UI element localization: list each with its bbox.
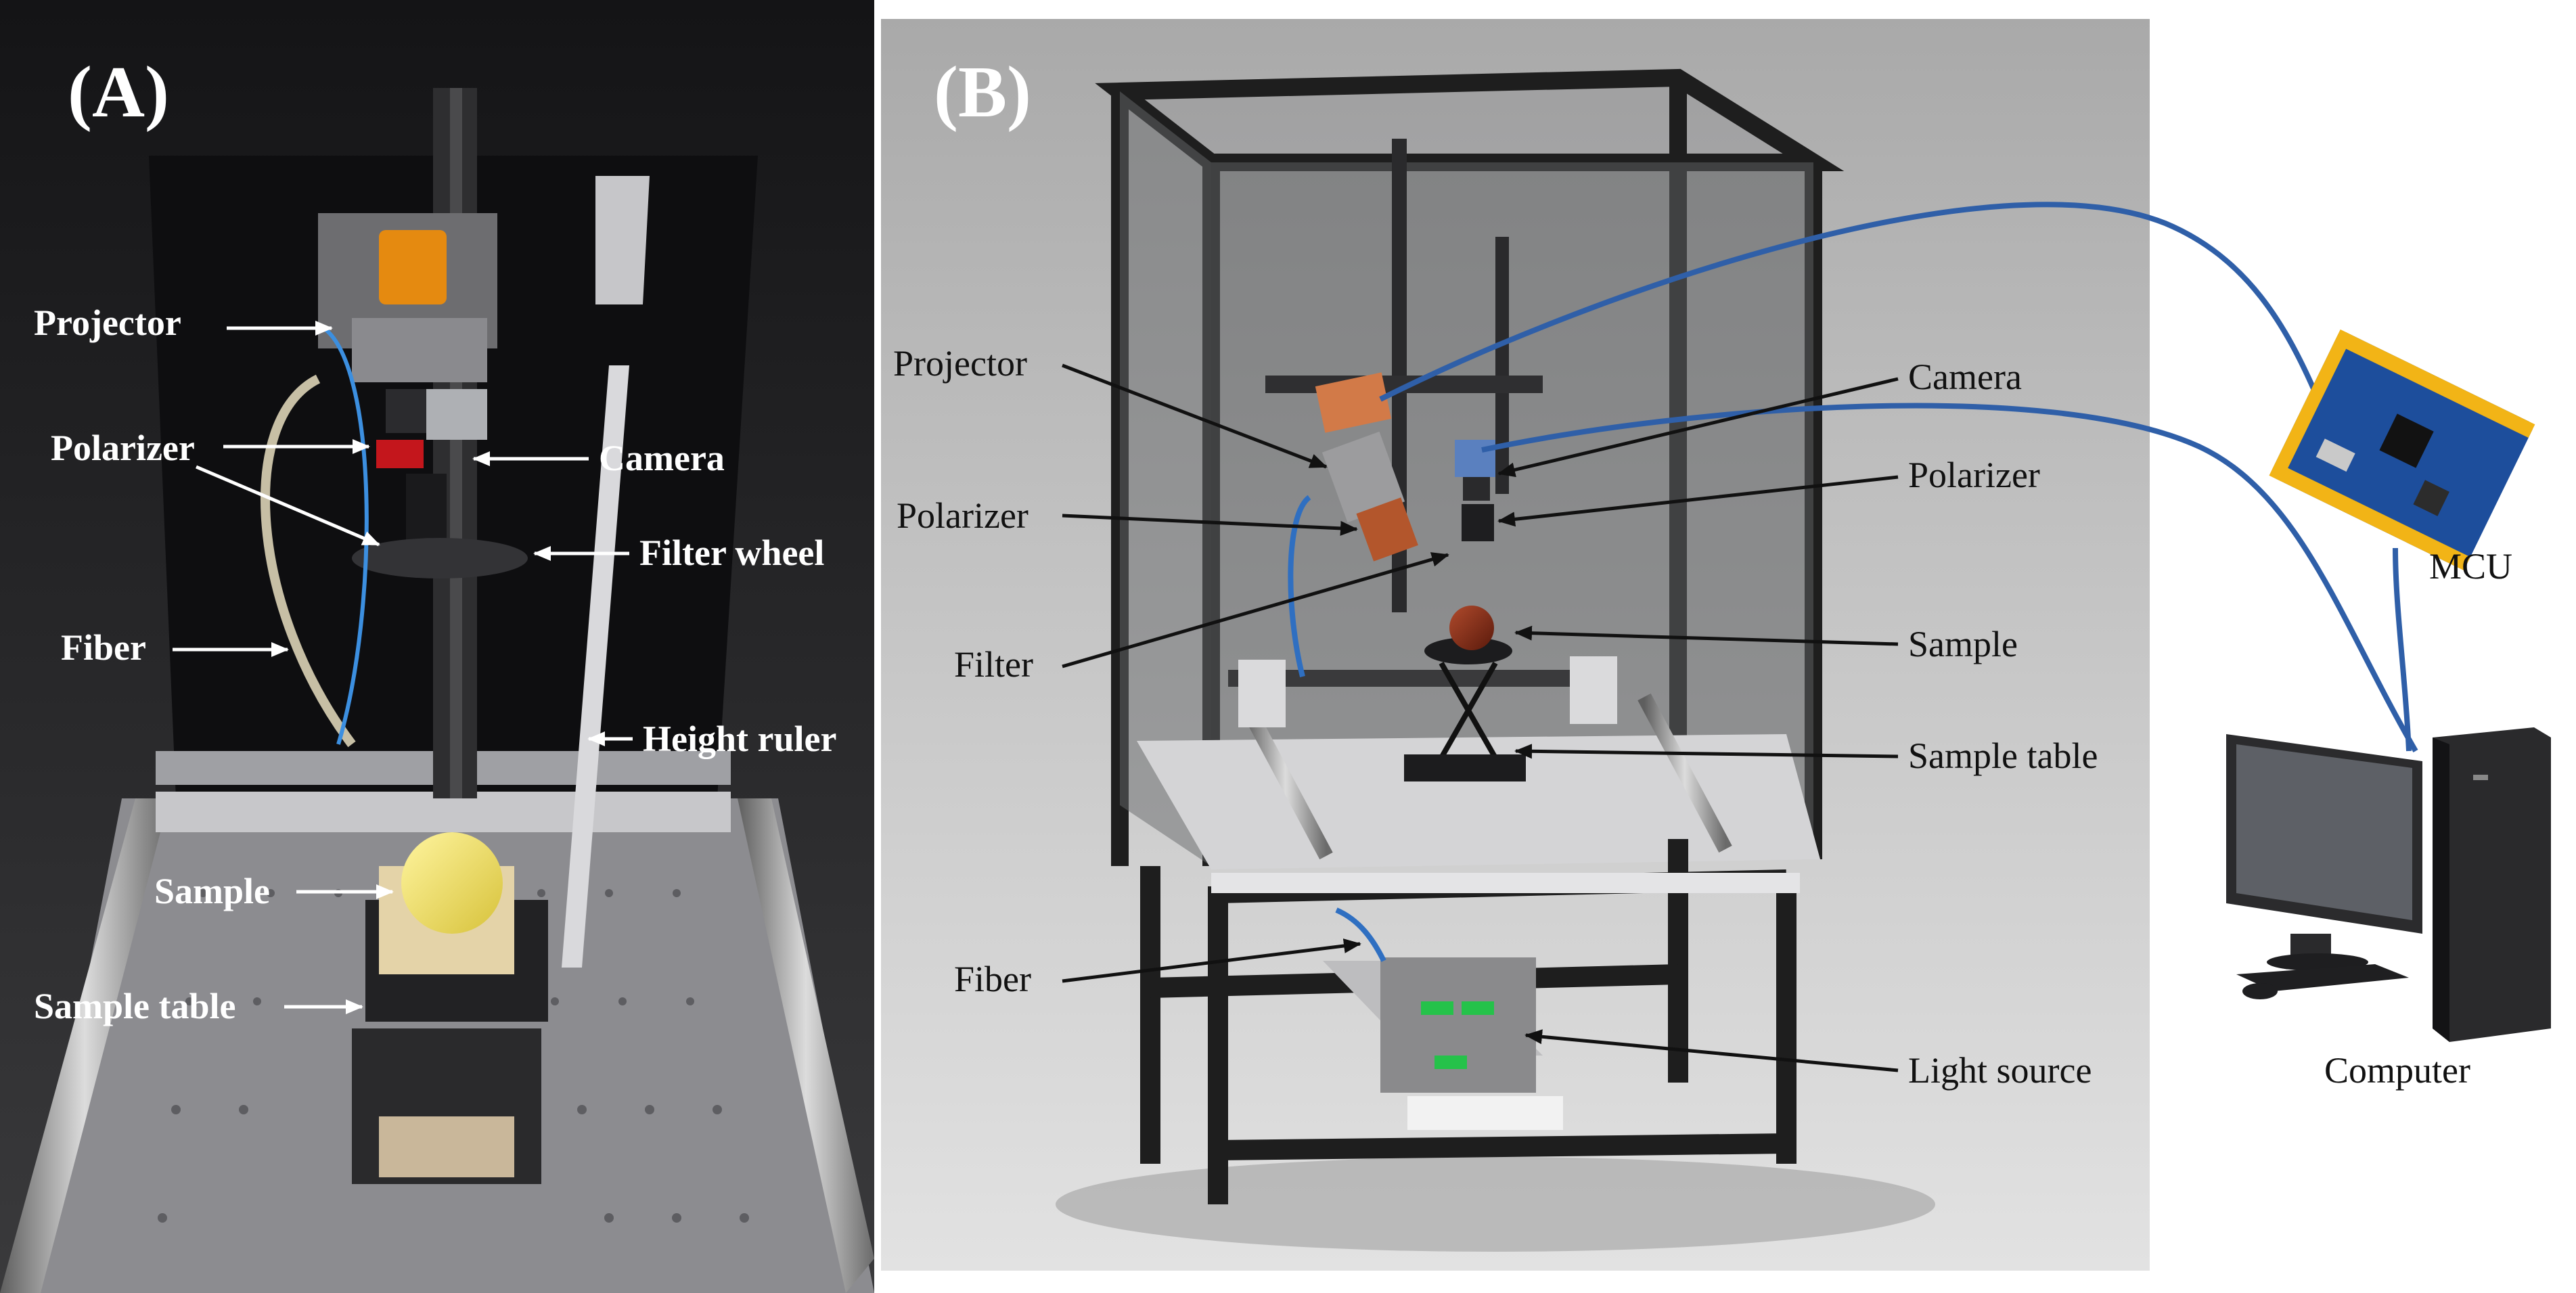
- panel-b-label-projector: Projector: [893, 343, 1027, 384]
- panel-a-label-fiber: Fiber: [61, 627, 146, 668]
- panel-a-label-sample-table: Sample table: [34, 986, 236, 1026]
- panel-b-render: [881, 19, 2150, 1271]
- panel-b-label-light-source: Light source: [1908, 1050, 2092, 1091]
- panel-b-arrow-fiber: [1062, 938, 1361, 983]
- panel-a-label-filter-wheel: Filter wheel: [639, 532, 824, 573]
- panel-a-label-camera: Camera: [599, 438, 725, 478]
- computer: [2226, 727, 2551, 1042]
- panel-b-arrow-sample: [1514, 625, 1899, 646]
- mcu-label: MCU: [2429, 546, 2512, 587]
- panel-b-label-fiber: Fiber: [954, 959, 1031, 999]
- panel-a-arrow-polarizer-2: [196, 465, 380, 547]
- cable-camera-computer: [1481, 403, 2418, 753]
- panel-b-arrow-projector: [1062, 363, 1328, 469]
- panel-b-arrow-light-source: [1524, 1029, 1899, 1072]
- panel-a-annotations: (A) Projector Polarizer Camera Filter wh…: [34, 52, 836, 1026]
- panel-a-label-projector: Projector: [34, 302, 181, 343]
- panel-a-photo: [0, 0, 874, 1293]
- mcu-board: [2269, 330, 2535, 570]
- panel-b-label-filter: Filter: [954, 644, 1033, 685]
- panel-b-arrow-filter: [1062, 552, 1449, 668]
- panel-b-label-polarizer-right: Polarizer: [1908, 455, 2040, 495]
- panel-b-arrow-polarizer-right: [1497, 475, 1899, 527]
- cable-mcu-computer: [2393, 547, 2412, 752]
- panel-a-label-sample: Sample: [154, 871, 270, 911]
- cable-projector-mcu: [1379, 202, 2324, 407]
- panel-b-label-sample: Sample: [1908, 624, 2018, 664]
- tomato-sample: [1449, 606, 1494, 650]
- panel-b-label-camera: Camera: [1908, 357, 2022, 397]
- panel-b-arrow-polarizer-left: [1062, 514, 1358, 536]
- panel-b-label-sample-table: Sample table: [1908, 735, 2098, 776]
- panel-a-label-height-ruler: Height ruler: [643, 719, 836, 759]
- panel-a-label-polarizer: Polarizer: [51, 428, 195, 468]
- panel-a-letter: (A): [68, 52, 169, 133]
- panel-b-label-polarizer-left: Polarizer: [897, 495, 1029, 536]
- panel-b-annotations: (B) Projector Polarizer Filter Fiber Cam…: [893, 52, 2098, 1091]
- panel-b-arrow-camera: [1497, 377, 1899, 478]
- computer-label: Computer: [2324, 1050, 2470, 1091]
- apple-sample: [401, 832, 503, 934]
- panel-b-arrow-sample-table: [1514, 744, 1899, 759]
- panel-b-letter: (B): [934, 52, 1031, 133]
- connection-cables: [1379, 202, 2418, 753]
